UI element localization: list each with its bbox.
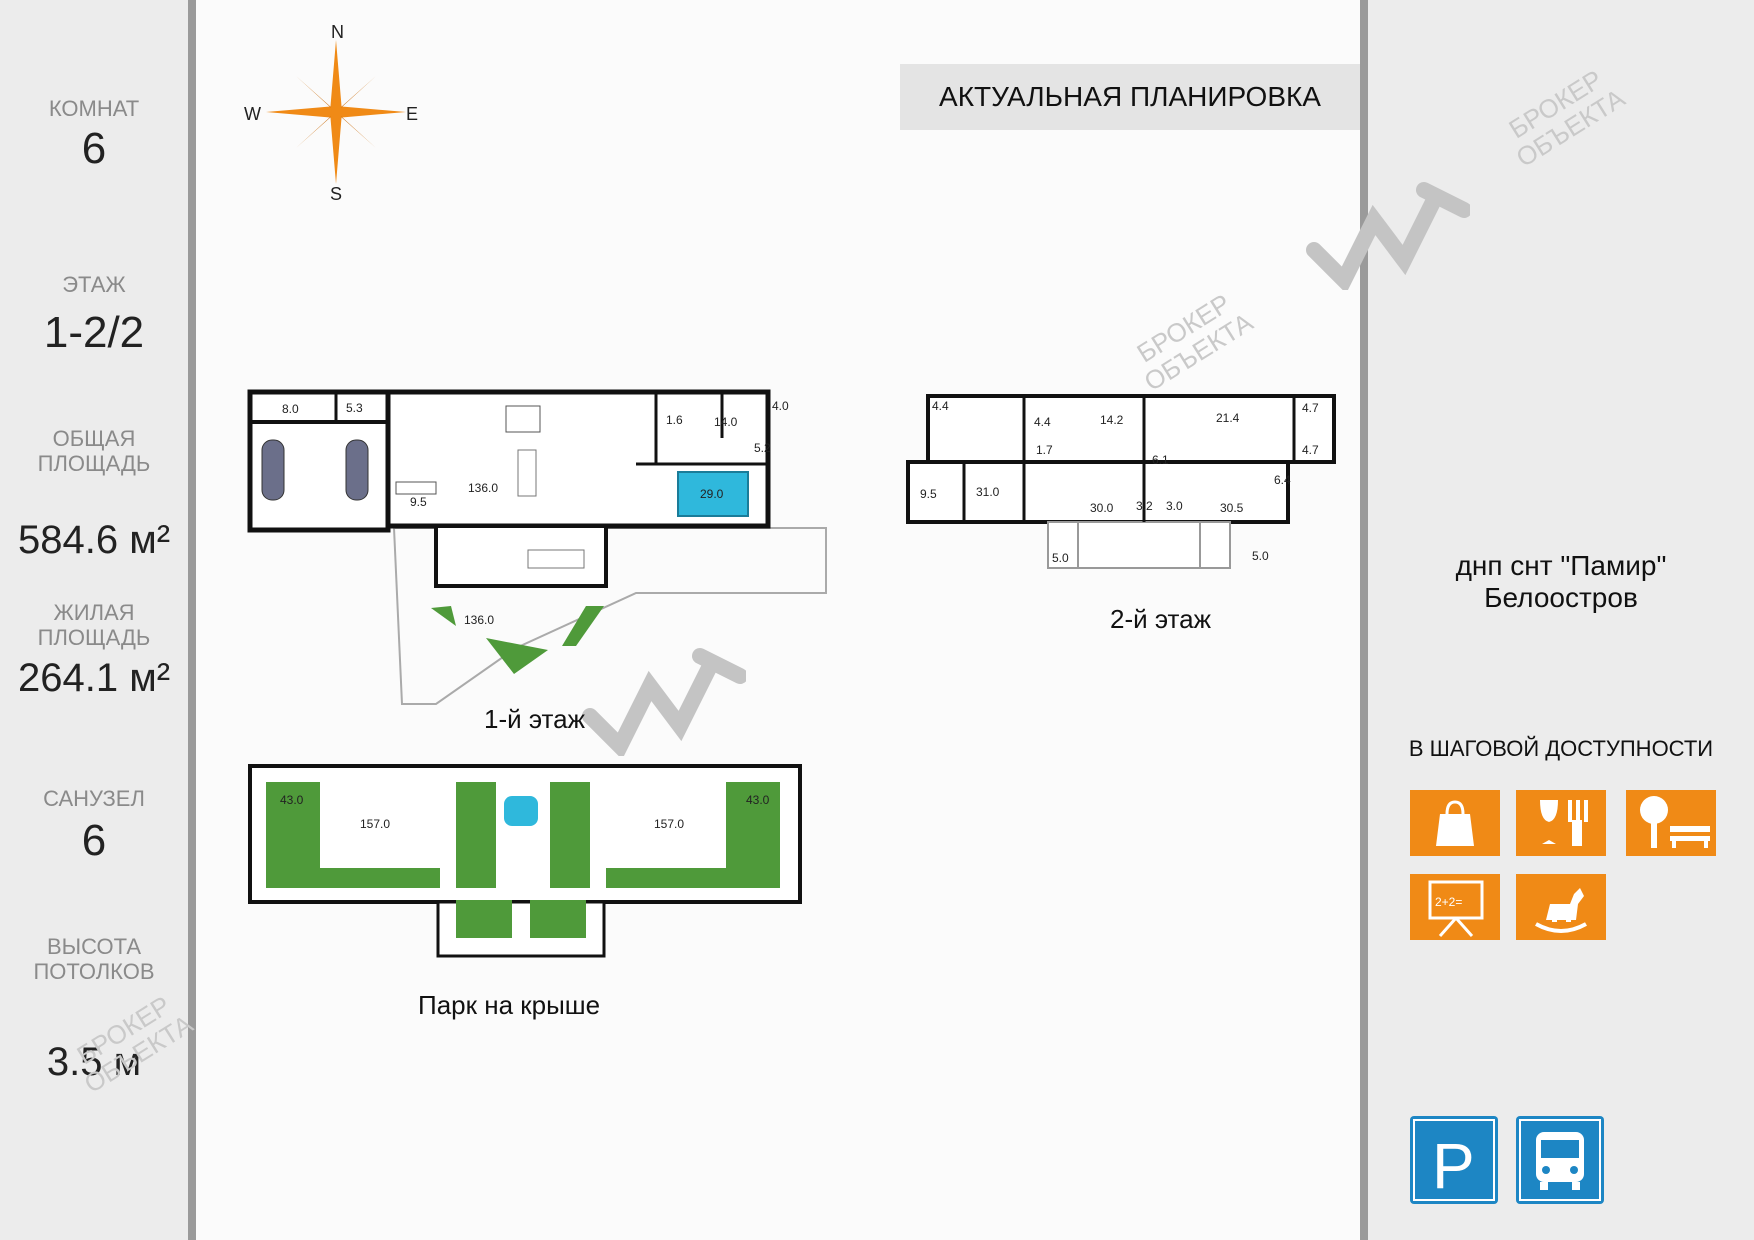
shopping-bag-icon	[1410, 790, 1500, 856]
total-area-label: ОБЩАЯ ПЛОЩАДЬ	[37, 426, 151, 476]
roof-label: Парк на крыше	[418, 990, 601, 1020]
stats-sidebar: КОМНАТ 6 ЭТАЖ 1-2/2 ОБЩАЯ ПЛОЩАДЬ 584.6 …	[0, 0, 188, 1240]
restaurant-icon	[1516, 790, 1606, 856]
walking-distance-title: В ШАГОВОЙ ДОСТУПНОСТИ	[1408, 736, 1714, 761]
left-divider	[188, 0, 196, 1240]
area-label: 4.7	[1302, 443, 1319, 457]
area-label: 4.4	[932, 399, 949, 413]
broker-logo-icon	[1306, 182, 1470, 290]
address-line1: днп снт "Памир"	[1455, 550, 1667, 581]
address-line2: Белоостров	[1484, 582, 1638, 613]
main-panel	[196, 0, 1360, 1240]
title-box: АКТУАЛЬНАЯ ПЛАНИРОВКА	[900, 64, 1360, 130]
area-label: 5.0	[1052, 551, 1069, 565]
area-label: 30.5	[1220, 501, 1244, 515]
bathroom-label: САНУЗЕЛ	[43, 786, 145, 811]
area-label: 6.4	[1274, 473, 1291, 487]
parking-icon: P	[1410, 1116, 1498, 1204]
area-label: 21.4	[1216, 411, 1240, 425]
area-label: 4.0	[772, 399, 789, 413]
floor-label: ЭТАЖ	[62, 272, 126, 297]
compass-e: E	[406, 104, 418, 124]
right-divider	[1360, 0, 1368, 1240]
area-label: 5.2	[754, 441, 771, 455]
area-label: 9.5	[410, 495, 427, 509]
area-label: 30.0	[1090, 501, 1114, 515]
area-label: 136.0	[464, 613, 494, 627]
area-label: 1.7	[1036, 443, 1053, 457]
area-label: 4.4	[1034, 415, 1051, 429]
area-label: 3.2	[1136, 499, 1153, 513]
area-label: 14.2	[1100, 413, 1124, 427]
address: днп снт "Памир" Белоостров	[1368, 550, 1754, 614]
school-icon: 2+2=	[1410, 874, 1500, 940]
area-label: 1.6	[666, 413, 683, 427]
bus-icon	[1516, 1116, 1604, 1204]
park-icon	[1626, 790, 1716, 856]
first-floor-label: 1-й этаж	[484, 704, 586, 734]
compass-n: N	[331, 22, 344, 42]
compass-s: S	[330, 184, 342, 204]
roof-plan: 43.0 157.0 157.0 43.0	[248, 764, 802, 958]
compass-w: W	[244, 104, 261, 124]
area-label: 6.1	[1152, 453, 1169, 467]
playground-icon	[1516, 874, 1606, 940]
area-label: 5.3	[346, 401, 363, 415]
area-label: 3.0	[1166, 499, 1183, 513]
second-floor-label: 2-й этаж	[1110, 604, 1212, 634]
compass-rose: N S E W	[236, 20, 436, 204]
rooms-value: 6	[81, 124, 107, 173]
area-label: 157.0	[360, 817, 390, 831]
area-label: 43.0	[746, 793, 770, 807]
area-label: 4.7	[1302, 401, 1319, 415]
area-label: 5.0	[1252, 549, 1269, 563]
parking-letter: P	[1432, 1130, 1475, 1202]
rooms-label: КОМНАТ	[48, 96, 140, 121]
area-label: 157.0	[654, 817, 684, 831]
area-label: 136.0	[468, 481, 498, 495]
area-label: 29.0	[700, 487, 724, 501]
broker-logo-icon	[582, 648, 746, 756]
area-label: 43.0	[280, 793, 304, 807]
first-floor-plan: 8.0 5.3 1.6 14.0 4.0 5.2 136.0 29.0 9.5 …	[247, 389, 827, 705]
area-label: 8.0	[282, 402, 299, 416]
total-area-value: 584.6 м²	[17, 518, 171, 562]
page-title: АКТУАЛЬНАЯ ПЛАНИРОВКА	[939, 81, 1321, 112]
living-area-value: 264.1 м²	[17, 656, 171, 700]
area-label: 9.5	[920, 487, 937, 501]
ceiling-height-label: ВЫСОТА ПОТОЛКОВ	[33, 934, 155, 984]
floor-value: 1-2/2	[43, 308, 145, 357]
area-label: 31.0	[976, 485, 1000, 499]
second-floor-plan: 4.4 4.4 14.2 21.4 4.7 1.7 6.1 4.7 9.5 31…	[906, 394, 1336, 569]
living-area-label: ЖИЛАЯ ПЛОЩАДЬ	[37, 600, 151, 650]
area-label: 14.0	[714, 415, 738, 429]
ceiling-height-value: 3.5 м	[46, 1040, 142, 1084]
bathroom-value: 6	[81, 816, 107, 865]
school-board-text: 2+2=	[1435, 895, 1462, 909]
compass-star-icon	[266, 40, 406, 184]
